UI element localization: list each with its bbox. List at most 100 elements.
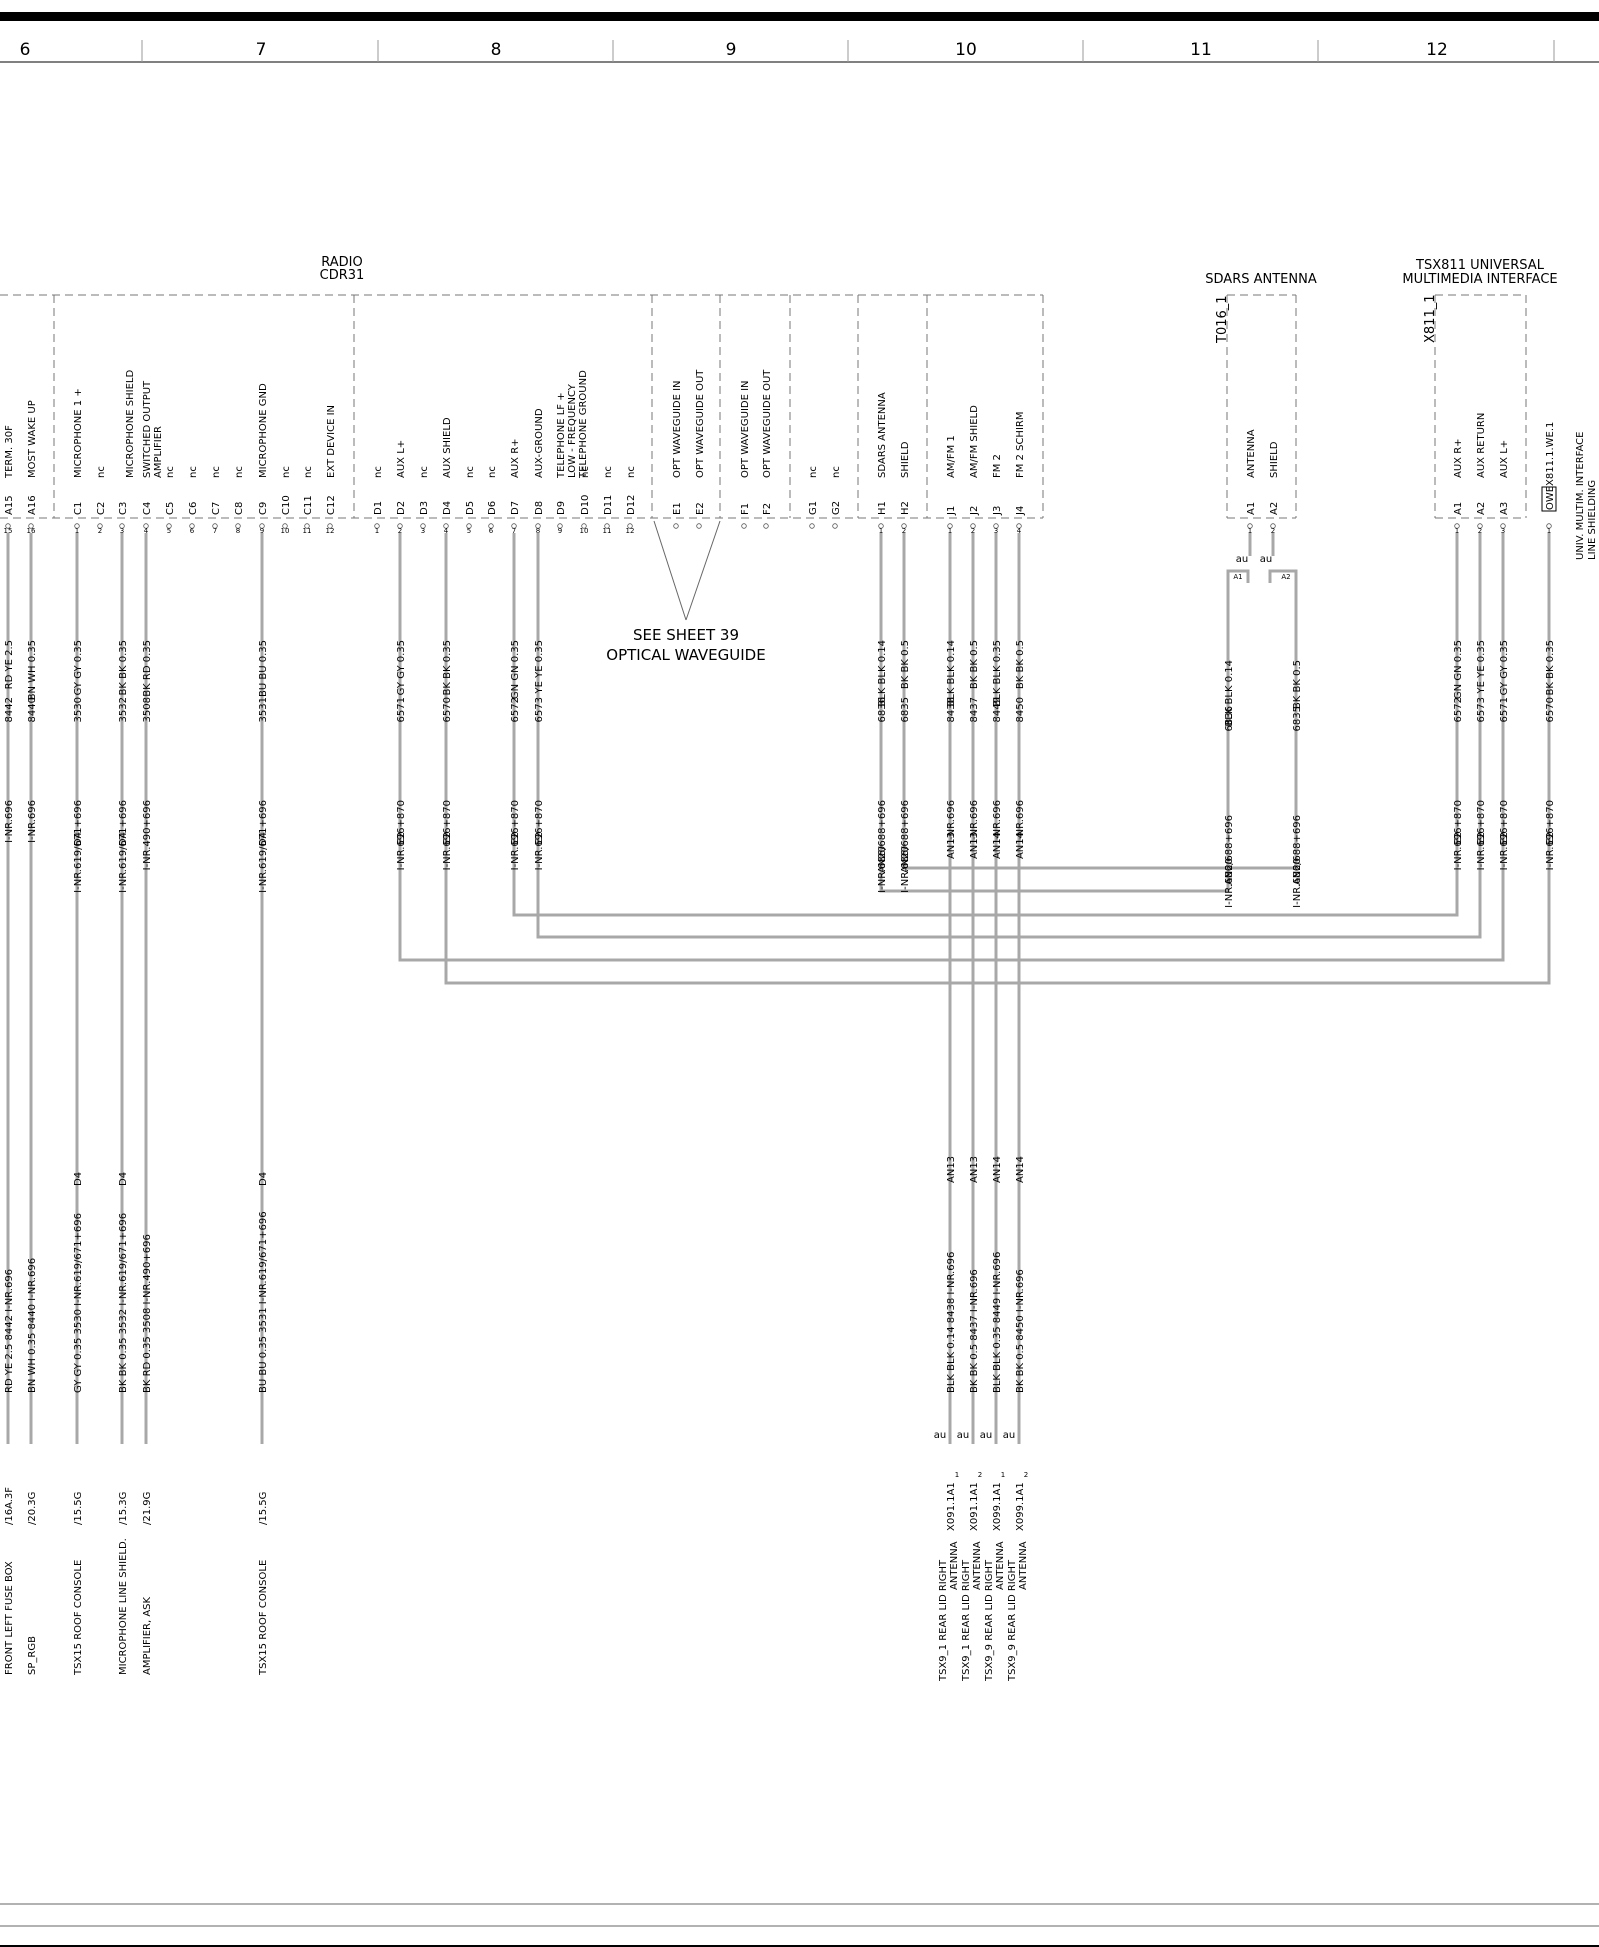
lower-wire-tag-J2: AN13 <box>969 1156 980 1183</box>
pin-label-D3: nc <box>419 466 430 478</box>
lower-dest1-J3: TSX9_9 REAR LID RIGHT <box>984 1559 995 1682</box>
pin-socket <box>189 523 195 529</box>
lower-dest1-J2: TSX9_1 REAR LID RIGHT <box>961 1559 972 1682</box>
tsx811-box <box>1434 294 1527 519</box>
wire-tag-D7: E2 <box>510 832 521 845</box>
pin-id-C11: C11 <box>303 495 314 515</box>
wire-color-D7: GN GN 0.35 <box>510 640 521 699</box>
wire-tag-TA3: E2 <box>1499 832 1510 845</box>
wire-number-SD1: 6836 <box>1224 706 1235 731</box>
au-marker: au <box>1236 554 1248 565</box>
see-sheet-line2: OPTICAL WAVEGUIDE <box>606 646 765 664</box>
sdars-code: T016_1 <box>1215 295 1230 344</box>
wire-nr-A15: I-NR.696 <box>4 800 15 843</box>
pin-id-C3: C3 <box>118 502 129 515</box>
pin-label-J1: AM/FM 1 <box>946 435 957 478</box>
column-number-8: 8 <box>491 40 502 60</box>
pin-socket <box>5 523 11 529</box>
pin-id-D5: D5 <box>465 501 476 515</box>
pin-number: 12 <box>326 527 335 535</box>
au-marker: au <box>1260 554 1272 565</box>
pin-socket <box>374 523 380 529</box>
conn-pin-J2: 2 <box>978 1471 982 1479</box>
pin-number: 10 <box>580 527 589 535</box>
wire-tag-C9: D4 <box>258 832 269 846</box>
pin-socket <box>97 523 103 529</box>
wire-color-D2: GY GY 0.35 <box>396 640 407 695</box>
pin-label-D5: nc <box>465 466 476 478</box>
top-border <box>0 12 1599 21</box>
ext-pin-socket <box>1270 523 1276 529</box>
pin-socket <box>809 523 815 529</box>
ext-pin-id-A2: A2 <box>1476 502 1487 515</box>
pin-number: 8 <box>236 527 240 535</box>
wire-tag-H2: AN20 <box>900 846 911 873</box>
tsx811-code: X811_1 <box>1423 295 1438 344</box>
pin-id-C8: C8 <box>234 502 245 515</box>
lower-dest1-J4: TSX9_9 REAR LID RIGHT <box>1007 1559 1018 1682</box>
pin-socket <box>327 523 333 529</box>
wire-nr-C4: I-NR.490+696 <box>142 800 153 870</box>
pin-number: 10 <box>281 527 290 535</box>
pin-label-E1: OPT WAVEGUIDE IN <box>672 380 683 478</box>
wire-color-D4: BK BK 0.35 <box>442 640 453 695</box>
pin-id-C5: C5 <box>165 502 176 515</box>
wire-tag-J3: AN14 <box>992 832 1003 859</box>
lower-conn-J4: X099.1A1 <box>1015 1482 1026 1531</box>
pin-id-C4: C4 <box>142 502 153 515</box>
pin-number: 2 <box>971 527 975 535</box>
sdars-bracket-a2: A2 <box>1281 573 1290 581</box>
pin-label-J3: FM 2 <box>992 454 1003 478</box>
pin-socket <box>304 523 310 529</box>
ext-pin-number: 3 <box>1501 527 1505 535</box>
wire-number-J2: 8437 <box>969 697 980 722</box>
wire-number-D4: 6570 <box>442 697 453 722</box>
wire-nr-OW: I-NR.696+870 <box>1545 800 1556 870</box>
pin-label-D4: AUX SHIELD <box>442 417 453 478</box>
pin-id-D12: D12 <box>626 495 637 515</box>
lower-conn-J1: X091.1A1 <box>946 1482 957 1531</box>
pin-label-D9a: TELEPHONE LF + <box>556 392 567 479</box>
pin-socket <box>557 523 563 529</box>
wire-number-C1: 3530 <box>73 697 84 722</box>
pin-socket <box>259 523 265 529</box>
wire-color-J1: BLK BLK 0.14 <box>946 640 957 707</box>
pin-socket <box>397 523 403 529</box>
wire-color-TA1: GN GN 0.35 <box>1453 640 1464 699</box>
pin-id-J2: J2 <box>969 506 980 516</box>
pin-label-D6: nc <box>487 466 498 478</box>
pin-number: 4 <box>444 527 449 535</box>
wire-tag-D4: E2 <box>442 832 453 845</box>
pin-id-D8: D8 <box>534 501 545 515</box>
wire-color-J3: BLK BLK 0.35 <box>992 640 1003 707</box>
wire-nr-J3: I-NR.696 <box>992 800 1003 843</box>
au-marker: au <box>934 1430 946 1441</box>
pin-label-C11: nc <box>303 466 314 478</box>
owe-pin-number: 1 <box>1547 527 1551 535</box>
pin-number: 15 <box>4 527 13 535</box>
wire-tag-TA1: E2 <box>1453 832 1464 845</box>
tsx811-title-1: TSX811 UNIVERSAL <box>1415 258 1545 273</box>
pin-id-D10: D10 <box>580 495 591 515</box>
wire-number-D2: 6571 <box>396 697 407 722</box>
pin-id-C6: C6 <box>188 502 199 515</box>
pin-id-D9: D9 <box>556 501 567 515</box>
lower-dest-A16: SP_RGB <box>27 1636 38 1675</box>
lower-dest2-J4: ANTENNA <box>1018 1541 1029 1590</box>
pin-number: 11 <box>303 527 312 535</box>
pin-id-J1: J1 <box>946 506 957 516</box>
wire-nr-SD2: I-NR.686/688+696 <box>1292 815 1303 908</box>
ext-pin-id-A3: A3 <box>1499 502 1510 515</box>
lower-ref-C3: /15.3G <box>118 1492 129 1525</box>
pin-socket <box>420 523 426 529</box>
wire-nr-H1: I-NR.686/688+696 <box>877 800 888 893</box>
pin-id-A15: A15 <box>4 495 15 515</box>
column-number-10: 10 <box>955 40 977 60</box>
lower-wire-text-J1: BLK BLK 0.14 8438 I-NR.696 <box>946 1252 957 1393</box>
radio-title: RADIO <box>321 255 362 270</box>
wire-number-SD2: 6835 <box>1292 706 1303 731</box>
owe-tag: OWE <box>1545 486 1556 510</box>
sdars-connector-brackets <box>1226 569 1298 583</box>
pin-number: 6 <box>190 527 195 535</box>
